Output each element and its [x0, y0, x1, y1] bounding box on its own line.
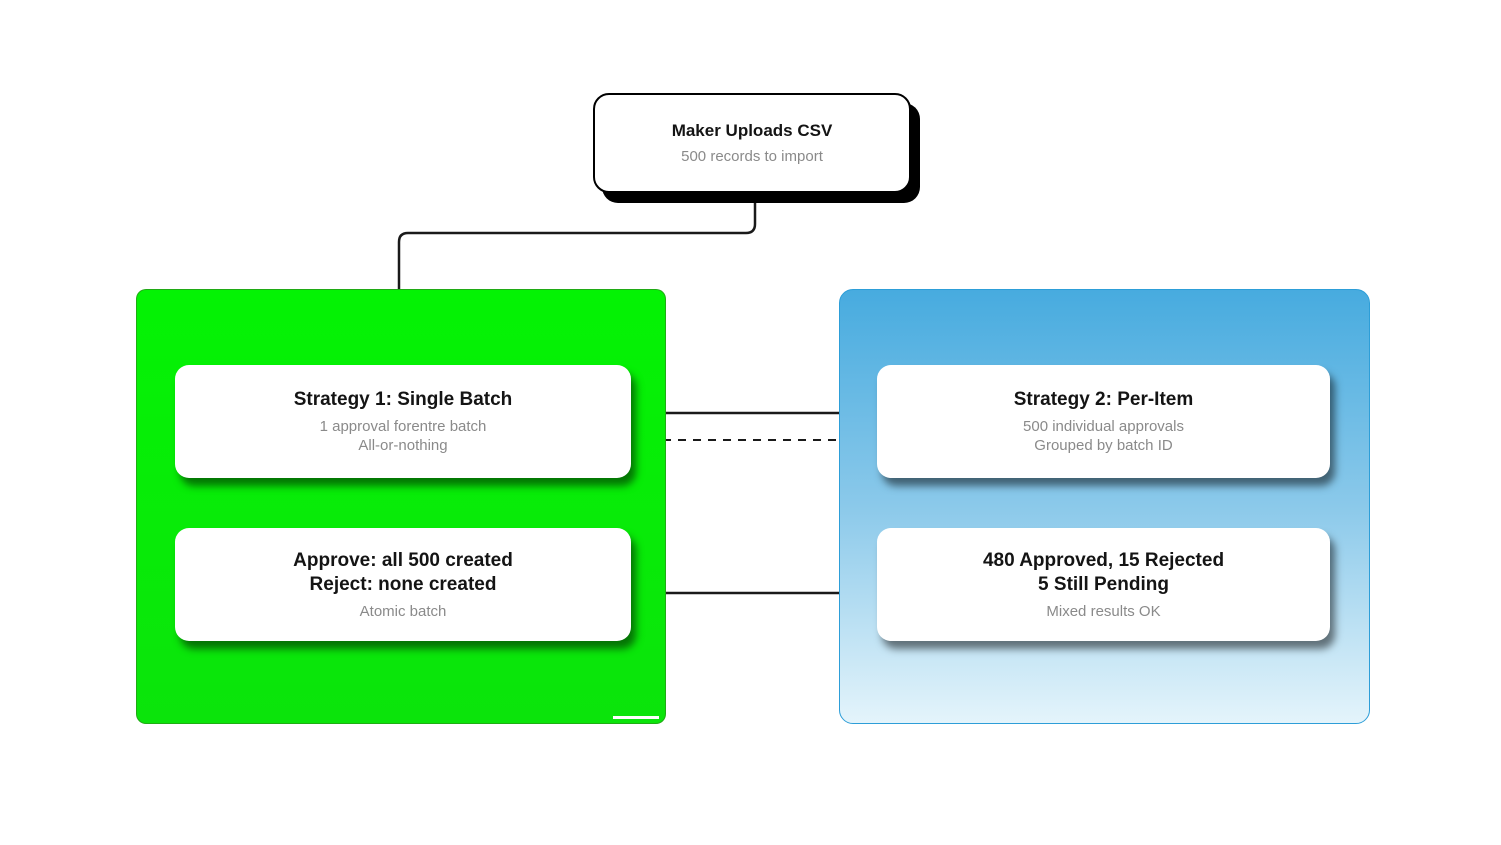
render-artifact-sliver	[613, 716, 659, 719]
subtitle-line: Grouped by batch ID	[1034, 437, 1173, 454]
title-line: 480 Approved, 15 Rejected	[982, 549, 1225, 571]
card-strategy-1-title: Strategy 1: Single Batch	[293, 389, 513, 410]
card-strategy-1-result-subtitle: Atomic batch	[360, 602, 447, 621]
card-strategy-2-result-title: 480 Approved, 15 Rejected 5 Still Pendin…	[983, 549, 1224, 597]
title-line: 5 Still Pending	[1038, 573, 1169, 595]
panel-strategy-2: Strategy 2: Per-Item 500 individual appr…	[839, 289, 1370, 724]
card-strategy-2-result: 480 Approved, 15 Rejected 5 Still Pendin…	[877, 528, 1330, 641]
panel-strategy-1: Strategy 1: Single Batch 1 approval fore…	[136, 289, 666, 724]
card-strategy-1-subtitle: 1 approval forentre batch All-or-nothing	[320, 417, 487, 455]
subtitle-line: All-or-nothing	[358, 437, 448, 454]
subtitle-line: 1 approval forentre batch	[319, 418, 487, 435]
title-line: Approve: all 500 created	[293, 549, 513, 571]
root-node-title: Maker Uploads CSV	[671, 121, 833, 140]
card-strategy-1: Strategy 1: Single Batch 1 approval fore…	[175, 365, 631, 478]
card-strategy-1-result-title: Approve: all 500 created Reject: none cr…	[293, 549, 513, 597]
card-strategy-2-title: Strategy 2: Per-Item	[1013, 389, 1194, 410]
card-strategy-2-result-subtitle: Mixed results OK	[1046, 602, 1160, 621]
card-strategy-2: Strategy 2: Per-Item 500 individual appr…	[877, 365, 1330, 478]
node-maker-uploads-csv: Maker Uploads CSV 500 records to import	[593, 93, 911, 193]
subtitle-line: 500 individual approvals	[1023, 418, 1184, 435]
subtitle-line: Mixed results OK	[1046, 602, 1161, 620]
card-strategy-1-result: Approve: all 500 created Reject: none cr…	[175, 528, 631, 641]
subtitle-line: Atomic batch	[359, 602, 447, 620]
card-strategy-2-subtitle: 500 individual approvals Grouped by batc…	[1023, 417, 1184, 455]
root-node-subtitle: 500 records to import	[681, 148, 823, 165]
title-line: Reject: none created	[309, 573, 497, 595]
